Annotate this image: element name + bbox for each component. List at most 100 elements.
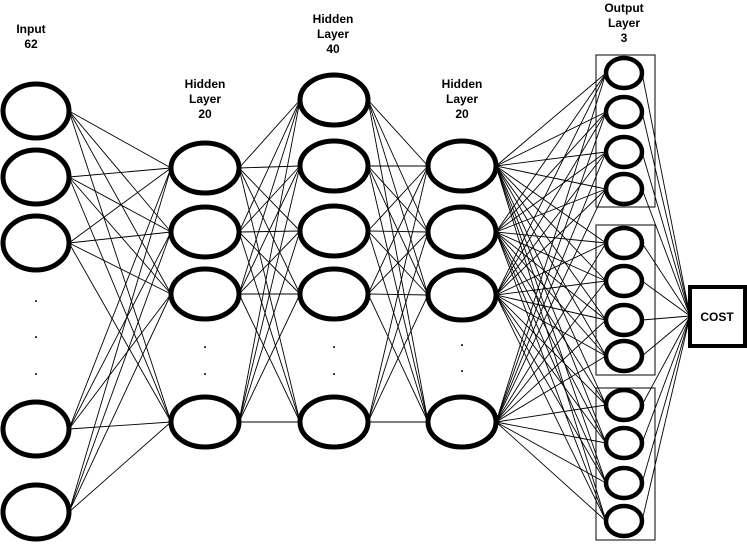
hidden1-neuron-2 bbox=[168, 204, 242, 260]
edge-l3-n1-to-l4-n2 bbox=[495, 151, 607, 233]
edge-l3-n0-to-l4-n2 bbox=[495, 151, 607, 167]
edge-l0-n0-to-l1-n0 bbox=[68, 110, 172, 169]
edge-output-n4-to-cost bbox=[641, 242, 691, 317]
input-ellipsis-dot-3: . bbox=[34, 364, 37, 378]
input-layer-label-line-2: 62 bbox=[24, 37, 38, 51]
hidden-layer-1-label-line-2: Layer bbox=[189, 92, 221, 106]
hidden-layer-1-label: Hidden Layer 20 bbox=[185, 77, 226, 121]
edge-l1-n1-to-l2-n0 bbox=[238, 99, 301, 233]
hidden3-neuron-3 bbox=[425, 267, 499, 323]
output-neuron-8 bbox=[603, 338, 645, 374]
input-neuron-5 bbox=[0, 482, 72, 542]
hidden-layer-2-label-line-2: Layer bbox=[317, 27, 349, 41]
cost-node: COST bbox=[688, 285, 747, 348]
hidden1-ellipsis-dot-1: . bbox=[203, 337, 206, 351]
edge-output-n8-to-cost bbox=[641, 315, 691, 406]
edge-l0-n2-to-l1-n2 bbox=[68, 242, 172, 295]
edge-l0-n3-to-l1-n1 bbox=[68, 231, 172, 430]
edge-l0-n4-to-l1-n3 bbox=[68, 421, 172, 513]
edge-l2-n2-to-l3-n0 bbox=[367, 165, 429, 232]
output-neuron-2 bbox=[603, 94, 645, 130]
input-neuron-2 bbox=[0, 147, 72, 207]
edge-output-n7-to-cost bbox=[641, 315, 691, 357]
output-layer-label-line-1: Output bbox=[604, 1, 643, 15]
edge-l0-n3-to-l1-n3 bbox=[68, 421, 172, 430]
edge-l3-n2-to-l4-n1 bbox=[495, 111, 607, 296]
edge-output-n9-to-cost bbox=[641, 315, 691, 444]
edge-l2-n0-to-l3-n3 bbox=[367, 99, 429, 423]
edge-l3-n1-to-l4-n6 bbox=[495, 231, 607, 321]
edge-l1-n3-to-l2-n2 bbox=[238, 230, 301, 423]
edge-l0-n2-to-l1-n1 bbox=[68, 231, 172, 244]
output-neuron-11 bbox=[603, 465, 645, 501]
edge-l3-n2-to-l4-n3 bbox=[495, 188, 607, 296]
edge-l3-n2-to-l4-n4 bbox=[495, 242, 607, 296]
edge-output-n10-to-cost bbox=[641, 315, 691, 484]
cost-box bbox=[688, 285, 747, 348]
edge-l3-n1-to-l4-n1 bbox=[495, 111, 607, 233]
edge-output-n3-to-cost bbox=[641, 188, 691, 317]
edge-l2-n3-to-l3-n1 bbox=[367, 231, 429, 295]
edge-l0-n3-to-l1-n0 bbox=[68, 167, 172, 430]
hidden2-ellipsis-dot-1: . bbox=[332, 337, 335, 351]
edge-l1-n2-to-l2-n0 bbox=[238, 99, 301, 295]
edge-output-n6-to-cost bbox=[641, 315, 691, 321]
edge-l3-n1-to-l4-n4 bbox=[495, 231, 607, 244]
edge-l3-n3-to-l4-n4 bbox=[495, 242, 607, 423]
output-neuron-12 bbox=[603, 503, 645, 539]
edge-l2-n4-to-l3-n1 bbox=[367, 231, 429, 423]
edge-l3-n2-to-l4-n8 bbox=[495, 294, 607, 406]
edge-l0-n1-to-l1-n0 bbox=[68, 167, 172, 178]
edge-l3-n3-to-l4-n10 bbox=[495, 421, 607, 484]
edge-l1-n1-to-l2-n1 bbox=[238, 165, 301, 233]
input-layer-label-line-1: Input bbox=[16, 22, 45, 36]
edge-l1-n1-to-l2-n2 bbox=[238, 230, 301, 233]
output-neuron-9 bbox=[603, 387, 645, 423]
hidden-layer-3-label-line-3: 20 bbox=[455, 107, 469, 121]
edge-l3-n1-to-l4-n7 bbox=[495, 231, 607, 357]
edge-l3-n3-to-l4-n3 bbox=[495, 188, 607, 423]
input-neuron-3 bbox=[0, 213, 72, 273]
hidden-layer-2-label-line-3: 40 bbox=[326, 42, 340, 56]
edge-l3-n3-to-l4-n9 bbox=[495, 421, 607, 444]
edge-output-n5-to-cost bbox=[641, 280, 691, 317]
hidden-layer-3-label-line-2: Layer bbox=[446, 92, 478, 106]
edge-l2-n4-to-l3-n2 bbox=[367, 294, 429, 423]
hidden2-neuron-4 bbox=[297, 266, 371, 322]
output-neuron-6 bbox=[603, 263, 645, 299]
hidden-layer-3-label-line-1: Hidden bbox=[442, 77, 483, 91]
edge-l2-n0-to-l3-n2 bbox=[367, 99, 429, 296]
output-neuron-4 bbox=[603, 171, 645, 207]
edge-l3-n3-to-l4-n8 bbox=[495, 404, 607, 423]
edge-l3-n3-to-l4-n5 bbox=[495, 280, 607, 423]
edge-l3-n1-to-l4-n8 bbox=[495, 231, 607, 406]
input-ellipsis-dot-2: . bbox=[34, 327, 37, 341]
edge-l3-n3-to-l4-n2 bbox=[495, 151, 607, 423]
hidden3-neuron-2 bbox=[425, 204, 499, 260]
edge-l0-n4-to-l1-n0 bbox=[68, 167, 172, 513]
edge-l1-n0-to-l2-n0 bbox=[238, 99, 301, 169]
edge-l2-n4-to-l3-n0 bbox=[367, 165, 429, 423]
cost-label: COST bbox=[700, 310, 734, 324]
edge-l0-n0-to-l1-n2 bbox=[68, 110, 172, 295]
neurons bbox=[0, 55, 645, 542]
connection-lines bbox=[68, 72, 691, 522]
edge-l0-n0-to-l1-n3 bbox=[68, 110, 172, 423]
edge-l2-n2-to-l3-n1 bbox=[367, 230, 429, 233]
hidden1-neuron-3 bbox=[168, 266, 242, 322]
output-group-box-1 bbox=[595, 54, 656, 208]
hidden3-ellipsis-dot-1: . bbox=[460, 335, 463, 349]
edge-l3-n2-to-l4-n2 bbox=[495, 151, 607, 296]
edge-l0-n4-to-l1-n1 bbox=[68, 231, 172, 513]
edge-l3-n3-to-l4-n11 bbox=[495, 421, 607, 522]
hidden1-neuron-1 bbox=[168, 140, 242, 196]
edge-l3-n3-to-l4-n7 bbox=[495, 355, 607, 423]
edge-l3-n1-to-l4-n10 bbox=[495, 231, 607, 484]
hidden2-neuron-5 bbox=[297, 394, 371, 450]
edge-l2-n0-to-l3-n0 bbox=[367, 99, 429, 167]
edge-output-n0-to-cost bbox=[641, 72, 691, 317]
edge-l0-n3-to-l1-n2 bbox=[68, 293, 172, 430]
edge-l3-n2-to-l4-n9 bbox=[495, 294, 607, 444]
edge-l3-n0-to-l4-n11 bbox=[495, 165, 607, 522]
